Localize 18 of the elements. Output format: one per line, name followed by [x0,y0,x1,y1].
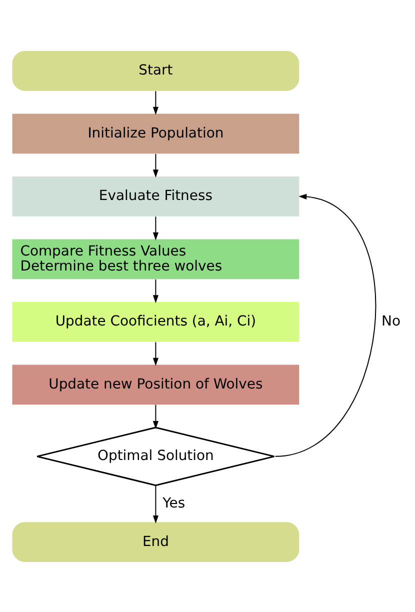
edge-label: Yes [162,494,186,511]
node-box: Evaluate Fitness [12,176,300,216]
node-box: Update new Position of Wolves [12,364,300,404]
arrow [152,152,158,178]
edge-label: No [382,313,400,330]
arrow [152,404,158,429]
node-box: Initialize Population [12,113,300,154]
arrow [152,90,158,114]
arrow [274,193,376,456]
node-box: End [12,522,300,562]
arrow [152,216,158,240]
node-diamond: Optimal Solution [36,426,275,486]
arrow [152,484,158,524]
node-box: Start [12,50,300,90]
node-box: Update Cooficients (a, Ai, Ci) [12,302,300,342]
arrow [152,341,158,366]
arrow [152,278,158,303]
node-box: Compare Fitness Values Determine best three wolves [12,238,300,279]
